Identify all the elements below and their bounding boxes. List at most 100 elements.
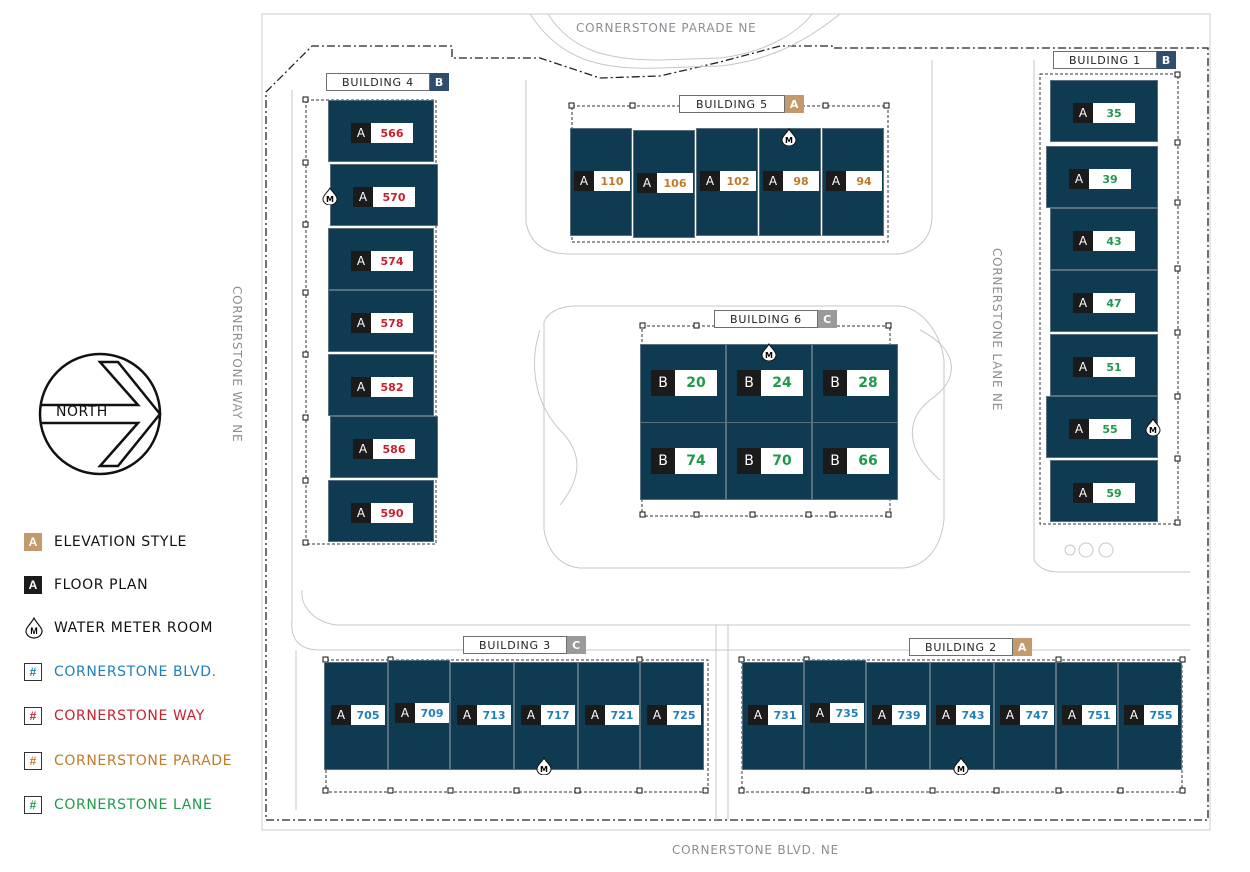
floor-plan-badge: A: [585, 705, 605, 725]
building-3-label: BUILDING 3 C: [463, 636, 586, 654]
floor-plan-badge: B: [737, 448, 761, 474]
street-east: CORNERSTONE LANE NE: [990, 248, 1004, 412]
building-6-label: BUILDING 6 C: [714, 310, 837, 328]
floor-plan-badge: A: [351, 313, 371, 333]
unit-number: 574: [380, 254, 404, 268]
svg-text:M: M: [957, 765, 965, 774]
water-meter-icon: M: [1145, 417, 1161, 437]
unit-number: 66: [858, 453, 878, 469]
unit-number: 747: [1025, 708, 1049, 722]
floor-plan-badge: B: [823, 448, 847, 474]
svg-text:M: M: [765, 351, 773, 360]
floor-plan-badge: A: [457, 705, 477, 725]
svg-text:M: M: [326, 195, 334, 204]
floor-plan-badge: A: [810, 703, 830, 723]
floor-plan-badge: A: [351, 251, 371, 271]
legend-blvd-swatch: #: [24, 663, 42, 681]
floor-plan-badge: A: [1124, 705, 1144, 725]
compass-label: NORTH: [56, 404, 108, 420]
floor-plan-badge: A: [1073, 357, 1093, 377]
unit-number: 725: [672, 708, 696, 722]
unit-number: 735: [835, 706, 859, 720]
floor-plan-badge: A: [1073, 231, 1093, 251]
unit-number: 102: [726, 174, 750, 188]
water-meter-icon: M: [536, 756, 552, 776]
unit-66[interactable]: B 66: [812, 422, 898, 500]
north-compass: NORTH: [38, 352, 162, 481]
unit-47[interactable]: A 47: [1050, 270, 1158, 332]
unit-735[interactable]: A 735: [804, 660, 866, 770]
legend-water-meter-label: WATER METER ROOM: [54, 620, 214, 636]
legend-elevation-swatch: A: [24, 533, 42, 551]
building-2-style: A: [1013, 638, 1032, 656]
svg-text:M: M: [1149, 426, 1157, 435]
floor-plan-badge: B: [823, 370, 847, 396]
unit-number: 582: [380, 380, 404, 394]
unit-number: 47: [1106, 296, 1122, 310]
unit-574[interactable]: A 574: [328, 228, 434, 290]
legend-elevation-label: ELEVATION STYLE: [54, 534, 187, 550]
floor-plan-badge: A: [763, 171, 783, 191]
water-meter-icon: M: [24, 617, 44, 639]
unit-number: 94: [856, 174, 872, 188]
unit-number: 590: [380, 506, 404, 520]
unit-tag: A 574: [351, 251, 413, 271]
floor-plan-badge: A: [1073, 293, 1093, 313]
street-north: CORNERSTONE PARADE NE: [576, 21, 757, 35]
floor-plan-badge: A: [353, 187, 373, 207]
floor-plan-badge: A: [351, 123, 371, 143]
water-meter-icon: M: [781, 127, 797, 147]
floor-plan-badge: A: [936, 705, 956, 725]
legend-way-swatch: #: [24, 707, 42, 725]
unit-number: 705: [356, 708, 380, 722]
unit-number: 39: [1102, 172, 1118, 186]
legend-floor-plan-swatch: A: [24, 576, 42, 594]
